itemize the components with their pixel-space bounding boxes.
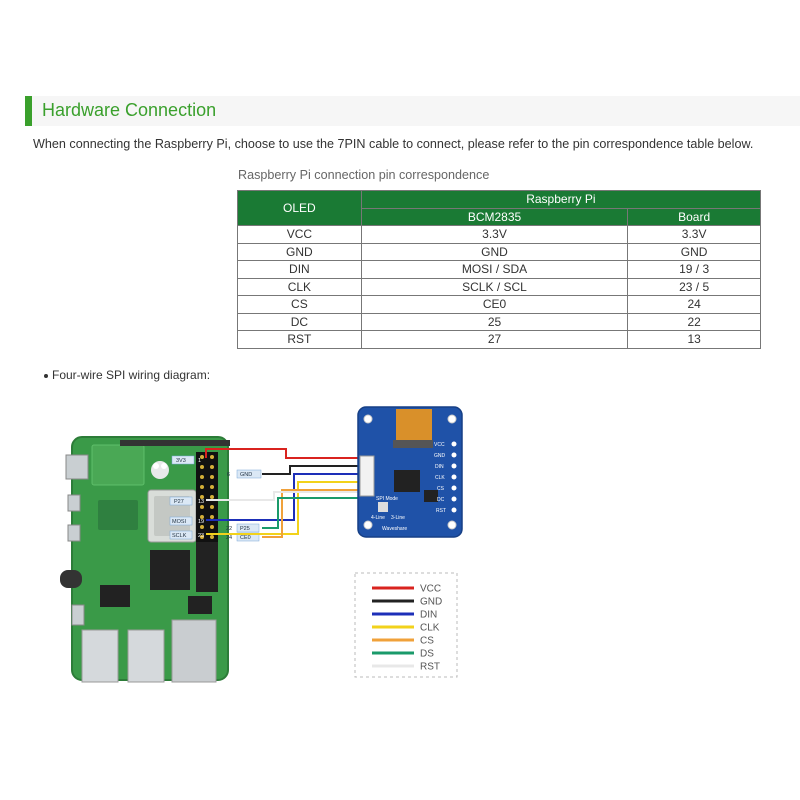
legend-label-rst: RST (420, 662, 440, 673)
header-raspberry-pi: Raspberry Pi (360, 190, 762, 209)
wire-rst (206, 491, 358, 501)
cell-bcm: 27 (360, 330, 629, 349)
module-label-din: DIN (435, 464, 444, 470)
wire-dc (262, 497, 358, 529)
legend-label-gnd: GND (420, 597, 442, 608)
cell-oled: RST (237, 330, 362, 349)
table-caption: Raspberry Pi connection pin corresponden… (238, 168, 490, 182)
heading-accent-bar (25, 96, 32, 126)
label-pin19: 19 (198, 519, 204, 525)
label-pin22: 22 (226, 526, 232, 532)
cell-oled: GND (237, 242, 362, 261)
header-oled: OLED (237, 190, 362, 226)
wiring-diagram-bullet: Four-wire SPI wiring diagram: (44, 368, 210, 382)
module-label-clk: CLK (435, 475, 445, 481)
pi-pin-labels: 3V3 1 6 GND P27 13 MOSI 19 SCLK 23 22 P2… (169, 455, 262, 542)
brand-label: Waveshare (382, 526, 407, 532)
module-label-dc: DC (437, 497, 445, 503)
module-label-gnd: GND (434, 453, 446, 459)
bullet-text: Four-wire SPI wiring diagram: (52, 368, 211, 382)
label-pin6: 6 (227, 472, 230, 478)
label-pin13: 13 (198, 499, 204, 505)
cell-bcm: MOSI / SDA (360, 260, 629, 279)
line3-label: 3-Line (391, 515, 405, 521)
spi-mode-label: SPI Mode (376, 496, 398, 502)
wire-cs (262, 489, 358, 538)
legend-label-vcc: VCC (420, 584, 441, 595)
module-label-rst: RST (436, 508, 446, 514)
legend-label-cs: CS (420, 636, 434, 647)
heading-background (32, 96, 800, 126)
label-gnd: GND (240, 472, 252, 478)
oled-module: VCC GND DIN CLK CS DC RST SPI Mode 4-Lin… (357, 406, 463, 538)
module-label-cs: CS (437, 486, 445, 492)
wires (205, 448, 358, 538)
cell-bcm: GND (360, 242, 629, 261)
label-pin23: 23 (198, 533, 204, 539)
legend-label-clk: CLK (420, 623, 440, 634)
cell-bcm: 3.3V (360, 225, 629, 244)
label-p27: P27 (174, 499, 184, 505)
wire-gnd (262, 465, 358, 475)
wire-clk (206, 481, 358, 535)
label-sclk: SCLK (172, 533, 187, 539)
intro-text: When connecting the Raspberry Pi, choose… (33, 137, 754, 151)
cell-board: 13 (627, 330, 761, 349)
raspberry-pi-board (60, 436, 230, 683)
label-pin24: 24 (226, 535, 232, 541)
cell-board: 23 / 5 (627, 277, 761, 296)
raspberry-logo-icon (151, 461, 169, 479)
bullet-dot (44, 373, 48, 378)
label-3v3: 3V3 (176, 458, 186, 464)
wire-vcc (205, 448, 358, 459)
line4-label: 4-Line (371, 515, 385, 521)
module-label-vcc: VCC (434, 442, 445, 448)
label-mosi: MOSI (172, 519, 187, 525)
section-title: Hardware Connection (42, 100, 217, 120)
label-p25: P25 (240, 526, 250, 532)
legend-label-din: DIN (420, 610, 437, 621)
wire-legend: VCC GND DIN CLK CS DS RST (354, 572, 458, 678)
label-ce0: CE0 (240, 535, 251, 541)
legend-label-ds: DS (420, 649, 434, 660)
label-pin1: 1 (198, 458, 201, 464)
cell-board: 22 (627, 312, 761, 331)
gpio-header (188, 452, 218, 614)
